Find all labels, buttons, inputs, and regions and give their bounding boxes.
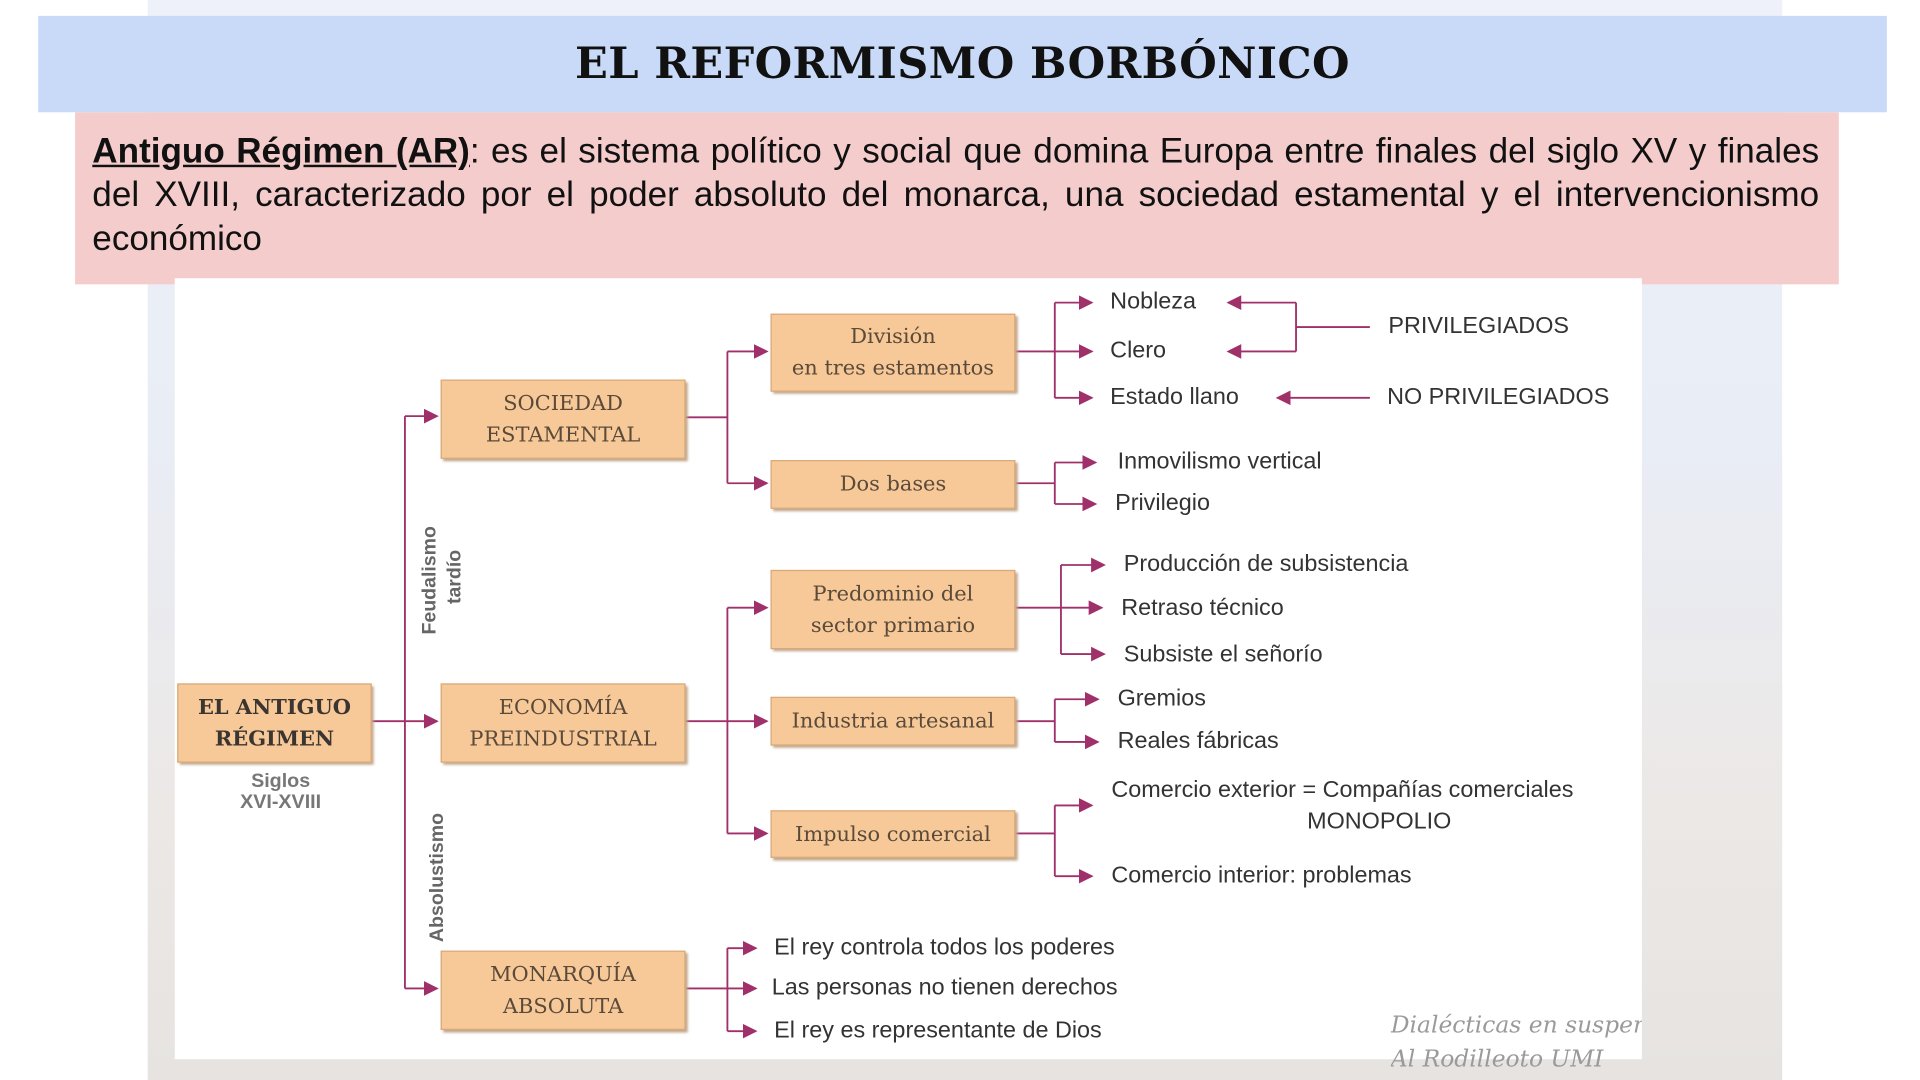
period-text: XVI-XVIII: [240, 791, 322, 813]
box-text: División: [850, 324, 936, 350]
box-text: Dos bases: [839, 472, 947, 497]
leaf-comercio-interior: Comercio interior: problemas: [1111, 862, 1412, 889]
box-monarquia-absoluta: MONARQUÍA ABSOLUTA: [440, 950, 686, 1030]
box-text: MONARQUÍA: [490, 962, 637, 987]
leaf-senorio: Subsiste el señorío: [1123, 641, 1323, 668]
page-title: EL REFORMISMO BORBÓNICO: [575, 39, 1350, 90]
definition-body: : es el sistema político y social que do…: [92, 131, 1820, 259]
box-text: ECONOMÍA: [498, 694, 628, 720]
leaf-estado-llano: Estado llano: [1110, 384, 1239, 411]
box-antiguo-regimen: EL ANTIGUO RÉGIMEN: [177, 683, 372, 763]
box-economia-preindustrial: ECONOMÍA PREINDUSTRIAL: [440, 683, 686, 763]
definition-term: Antiguo Régimen (AR): [92, 131, 470, 171]
watermark-text: Al Rodilleoto UMI: [1390, 1045, 1604, 1073]
box-text: Predominio del: [812, 581, 974, 606]
definition-box: Antiguo Régimen (AR): es el sistema polí…: [75, 112, 1839, 285]
leaf-rey-poderes: El rey controla todos los poderes: [774, 934, 1115, 961]
box-dos-bases: Dos bases: [770, 460, 1016, 509]
connector-lines: [369, 295, 1370, 1039]
leaf-sin-derechos: Las personas no tienen derechos: [771, 975, 1118, 1001]
definition-text: Antiguo Régimen (AR): es el sistema polí…: [92, 129, 1819, 261]
label-privilegiados: PRIVILEGIADOS: [1388, 313, 1570, 340]
leaf-privilegio: Privilegio: [1115, 490, 1210, 517]
leaf-monopolio: MONOPOLIO: [1307, 809, 1452, 835]
leaf-gremios: Gremios: [1117, 685, 1206, 712]
box-text: RÉGIMEN: [214, 726, 335, 752]
box-text: EL ANTIGUO: [197, 694, 351, 720]
leaf-inmovilismo: Inmovilismo vertical: [1117, 449, 1322, 475]
box-text: SOCIEDAD: [503, 391, 623, 416]
watermark-text: Dialécticas en suspen: [1390, 1011, 1642, 1039]
leaf-reales-fabricas: Reales fábricas: [1117, 728, 1279, 755]
box-division-estamentos: División en tres estamentos: [770, 313, 1016, 392]
label-absolutismo: Absolustismo: [427, 812, 449, 943]
leaf-subsistencia: Producción de subsistencia: [1123, 551, 1409, 578]
box-sector-primario: Predominio del sector primario: [770, 569, 1016, 650]
box-text: Impulso comercial: [795, 821, 991, 847]
watermark: Dialécticas en suspen Al Rodilleoto UMI: [1391, 1008, 1642, 1076]
leaf-comercio-exterior: Comercio exterior = Compañías comerciale…: [1111, 777, 1574, 803]
label-feudalismo: Feudalismo: [419, 526, 441, 635]
box-industria-artesanal: Industria artesanal: [770, 696, 1016, 746]
box-text: ESTAMENTAL: [485, 422, 641, 448]
title-band: EL REFORMISMO BORBÓNICO: [38, 15, 1887, 113]
box-text: PREINDUSTRIAL: [469, 726, 657, 752]
period-text: Siglos: [251, 771, 311, 792]
leaf-nobleza: Nobleza: [1110, 289, 1196, 315]
leaf-clero: Clero: [1110, 338, 1167, 364]
box-text: Industria artesanal: [791, 708, 995, 734]
box-text: ABSOLUTA: [502, 993, 624, 1019]
leaf-rey-dios: El rey es representante de Dios: [774, 1017, 1102, 1044]
label-no-privilegiados: NO PRIVILEGIADOS: [1387, 384, 1610, 411]
concept-diagram: [174, 278, 1642, 1060]
box-sociedad-estamental: SOCIEDAD ESTAMENTAL: [440, 379, 686, 459]
leaf-retraso: Retraso técnico: [1121, 595, 1284, 622]
box-text: sector primario: [810, 613, 976, 638]
box-text: en tres estamentos: [791, 356, 995, 381]
box-impulso-comercial: Impulso comercial: [770, 810, 1016, 858]
label-tardio: tardío: [444, 549, 466, 605]
